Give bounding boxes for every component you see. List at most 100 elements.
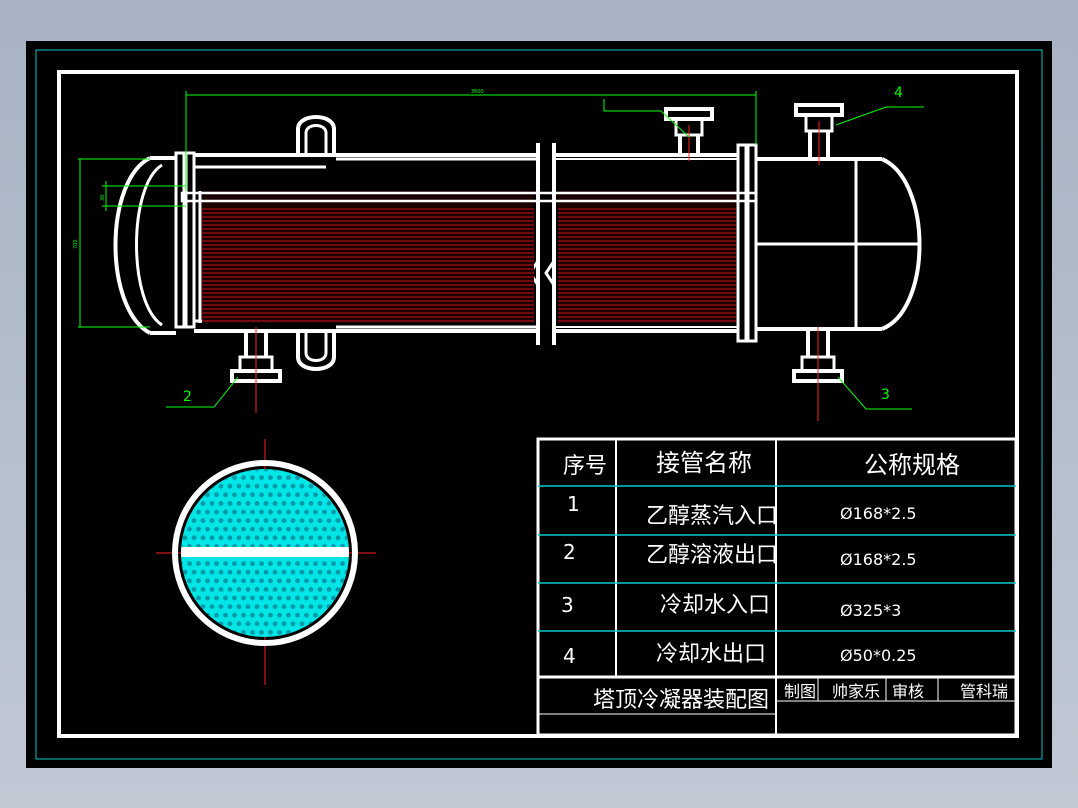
tube-hole — [232, 561, 237, 566]
tube-hole — [313, 509, 318, 515]
tube-hole — [317, 469, 323, 472]
tube-hole — [272, 501, 278, 506]
tube-hole — [200, 501, 206, 506]
row-3-no: 3 — [561, 593, 574, 617]
tie-rod — [180, 191, 758, 203]
tube-hole — [214, 561, 219, 566]
tube-hole — [187, 526, 192, 532]
tube-hole — [232, 612, 237, 618]
header-spec: 公称规格 — [864, 451, 960, 479]
leader-3 — [837, 376, 912, 410]
tube-hole — [268, 612, 273, 618]
tube-hole — [349, 596, 354, 601]
tube-hole — [340, 630, 345, 635]
tube-hole — [245, 501, 251, 506]
tube-hole — [200, 604, 206, 609]
right-flange-1 — [736, 143, 748, 343]
tube-hole — [205, 630, 210, 635]
tube-hole — [214, 509, 219, 515]
tube-hole — [236, 569, 242, 575]
tube-hole — [349, 510, 354, 515]
tube-hole — [227, 621, 233, 627]
tube-hole — [286, 492, 291, 498]
tube-hole — [322, 595, 327, 601]
tube-hole — [245, 535, 251, 541]
tube-hole — [304, 526, 309, 532]
dimensions — [78, 91, 924, 410]
tube-hole — [268, 492, 273, 498]
tube-hole — [317, 501, 323, 506]
tube-hole — [322, 492, 327, 498]
tube-hole — [191, 535, 197, 541]
tube-hole — [290, 535, 296, 541]
nozzle-1 — [664, 107, 714, 155]
tube-hole — [209, 469, 215, 472]
tube-hole — [182, 604, 188, 609]
row-1-name: 乙醇蒸汽入口 — [646, 504, 778, 529]
tube-hole — [268, 630, 273, 635]
left-head-outer — [113, 156, 152, 335]
tube-hole — [174, 467, 179, 472]
tube-hole — [308, 621, 314, 627]
tube-hole — [340, 475, 345, 480]
expansion-joint-bottom-inner — [304, 331, 328, 362]
tube-hole — [277, 630, 282, 635]
tube-hole — [308, 535, 314, 541]
tube-hole — [196, 578, 201, 584]
tube-hole — [272, 621, 278, 627]
tube-hole — [205, 595, 210, 601]
callout-3: 3 — [881, 387, 890, 403]
tube-hole — [313, 526, 318, 532]
tube-hole — [331, 509, 336, 515]
cross-section-view — [156, 439, 376, 685]
row-2-name: 乙醇溶液出口 — [646, 543, 778, 568]
tube-hole — [259, 475, 264, 480]
tube-hole — [299, 604, 305, 609]
tube-hole — [290, 587, 296, 592]
drawing-sheet: 3600 700 30 2 3 4 序号 接管名 — [26, 41, 1052, 768]
tube-hole — [281, 483, 287, 489]
tube-hole — [214, 578, 219, 584]
tube-hole — [227, 535, 233, 541]
tube-hole — [290, 604, 296, 609]
left-flange-1 — [174, 151, 186, 329]
nozzle-centerlines — [255, 121, 820, 421]
tube-hole — [295, 595, 300, 601]
tube-hole — [344, 501, 349, 506]
tube-hole — [250, 612, 255, 618]
tube-hole — [196, 561, 201, 566]
dim-top-text: 3600 — [471, 89, 484, 95]
tube-hole — [241, 509, 246, 515]
tube-hole — [326, 469, 332, 472]
tube-hole — [250, 526, 255, 532]
tube-hole — [313, 595, 318, 601]
tube-hole — [290, 501, 296, 506]
tube-hole — [254, 569, 260, 575]
tube-hole — [268, 595, 273, 601]
tube-hole — [295, 612, 300, 618]
leader-1 — [603, 99, 690, 138]
tube-hole — [174, 621, 179, 626]
tube-hole — [313, 578, 318, 584]
tube-hole — [349, 630, 354, 635]
leader-2 — [166, 376, 239, 408]
tube-hole — [200, 518, 206, 523]
tube-hole — [304, 561, 309, 566]
tube-hole — [223, 509, 228, 515]
tube-hole — [304, 509, 309, 515]
tube-hole — [254, 587, 260, 592]
drawn-label: 制图 — [784, 682, 816, 701]
tube-hole — [174, 501, 179, 506]
tube-hole — [290, 569, 296, 575]
tube-hole — [304, 578, 309, 584]
tube-hole — [214, 612, 219, 618]
tube-hole — [290, 518, 296, 523]
tube-hole — [317, 535, 323, 541]
tube-hole — [290, 621, 296, 627]
tube-hole — [322, 630, 327, 635]
tube-hole — [277, 526, 282, 532]
tube-hole — [236, 621, 242, 627]
tube-hole — [254, 535, 260, 541]
expansion-joint-bottom — [296, 331, 336, 371]
tube-hole — [223, 578, 228, 584]
